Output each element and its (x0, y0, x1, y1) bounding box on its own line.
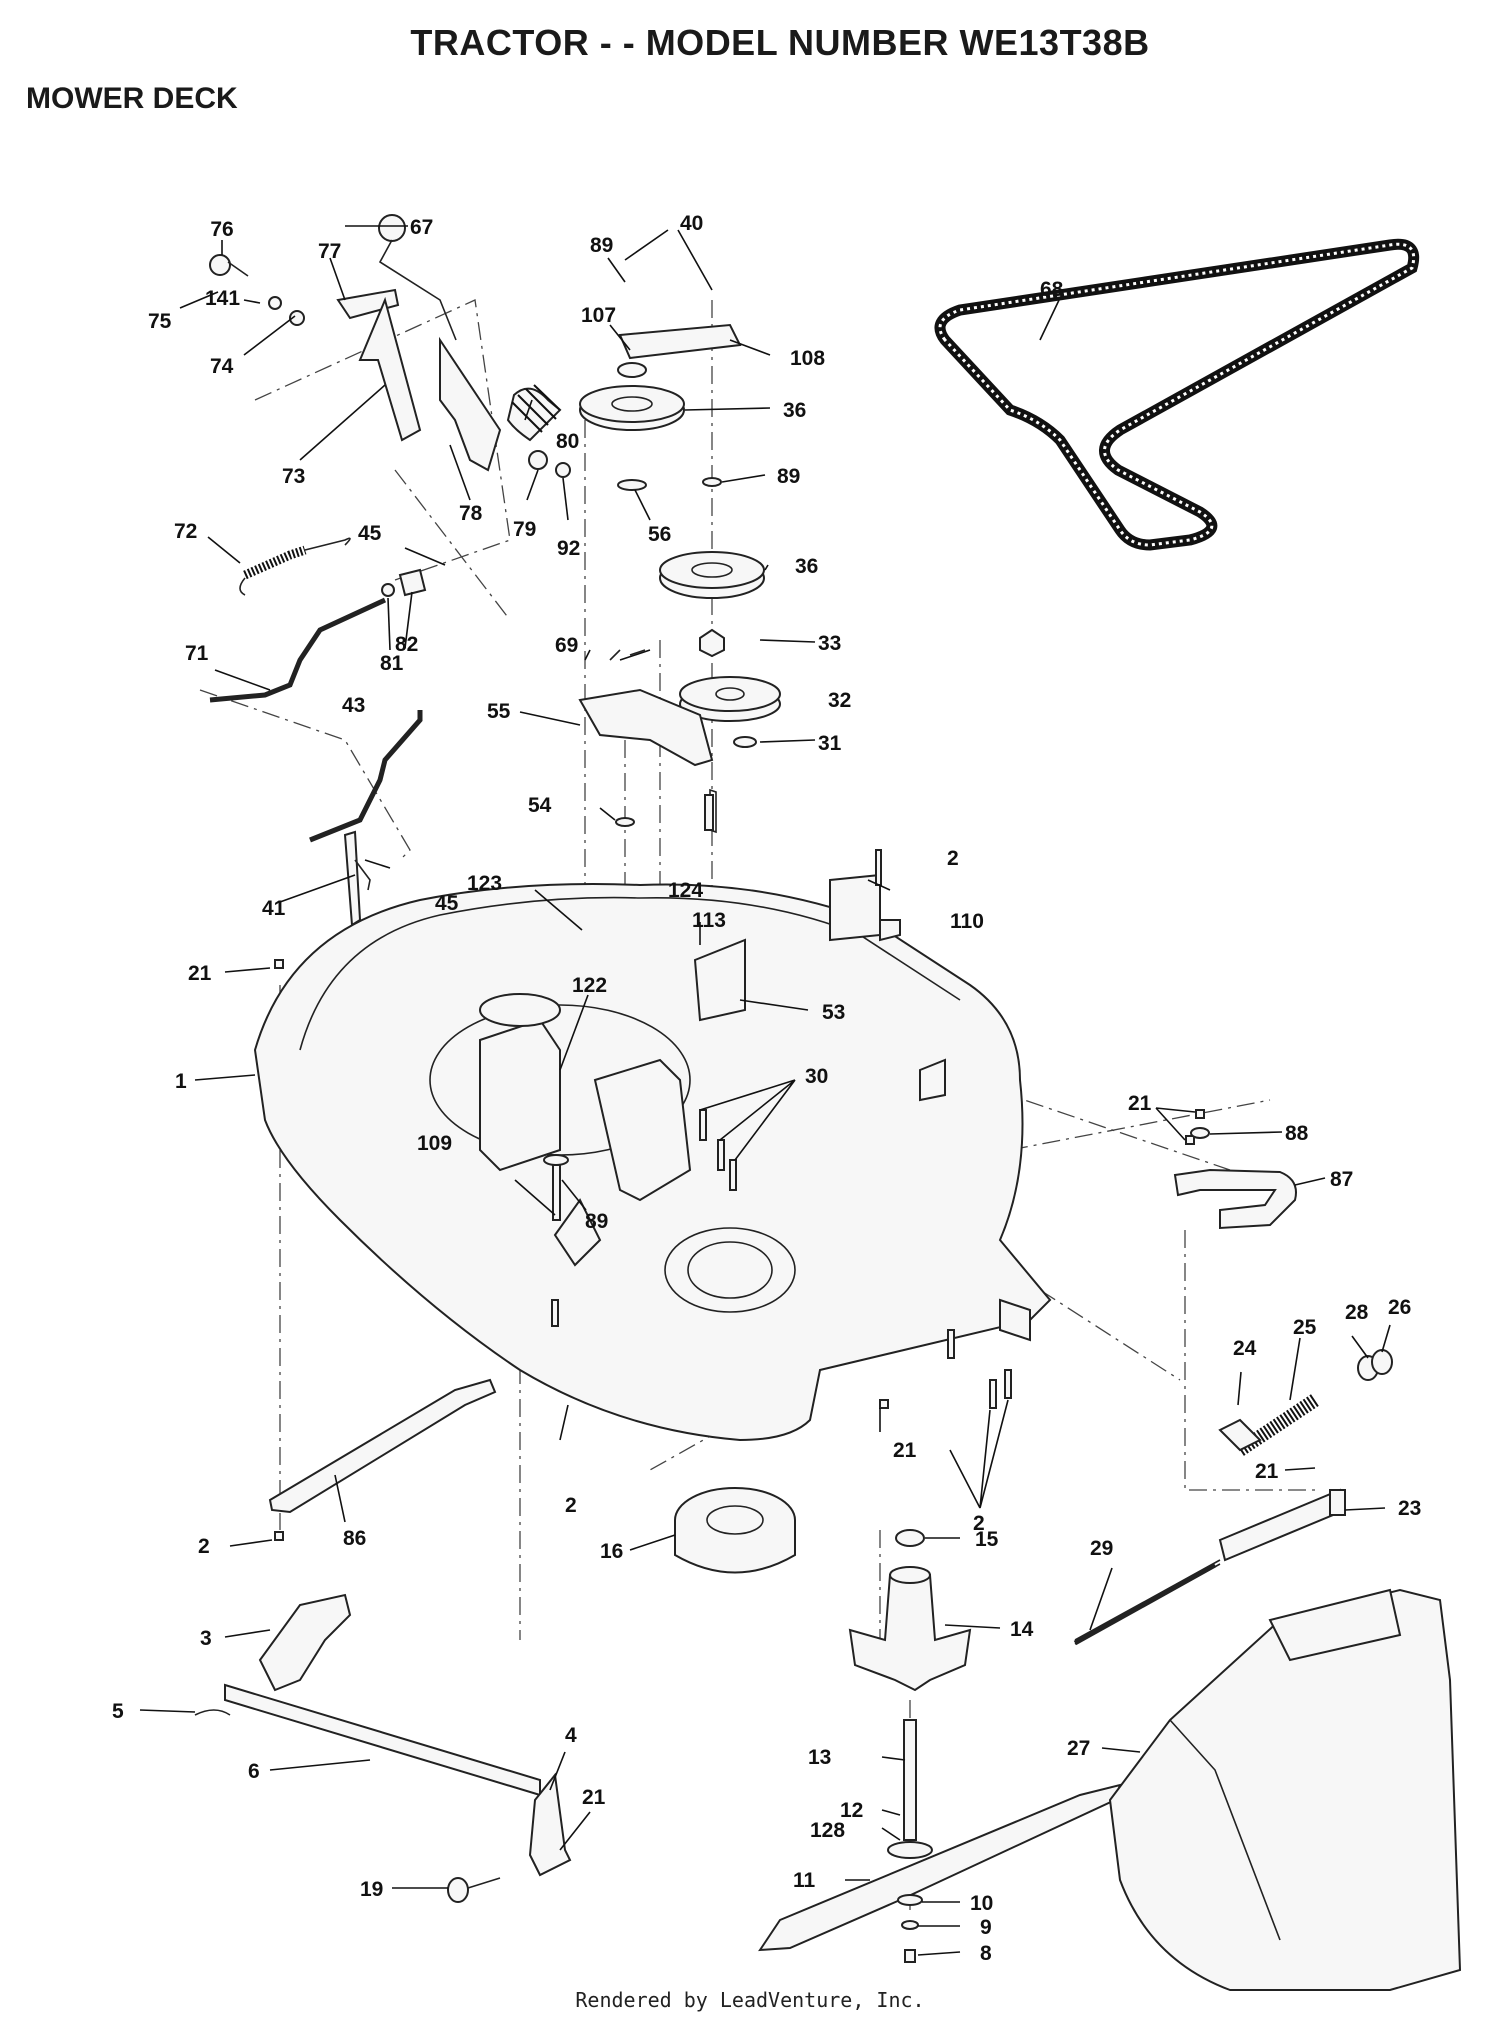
bracket-87 (1173, 1168, 1297, 1230)
callout-12: 12 (840, 1799, 863, 1822)
section-title: MOWER DECK (26, 82, 238, 115)
linkage-rods (209, 537, 427, 843)
callout-27: 27 (1067, 1737, 1090, 1760)
callout-108: 108 (790, 347, 825, 370)
callout-76: 76 (210, 218, 233, 241)
callout-28: 28 (1345, 1301, 1369, 1324)
callout-68: 68 (1040, 278, 1064, 301)
front-link-assembly (194, 1593, 572, 1903)
callout-16: 16 (600, 1540, 623, 1563)
callout-10: 10 (970, 1892, 993, 1915)
footer-credit: Rendered by LeadVenture, Inc. (575, 1988, 925, 2012)
callout-77: 77 (318, 240, 341, 263)
callout-14: 14 (1010, 1618, 1034, 1641)
callout-11: 11 (793, 1869, 816, 1892)
callout-21-left: 21 (188, 962, 212, 985)
page-title: TRACTOR - - MODEL NUMBER WE13T38B (410, 22, 1150, 63)
callout-23: 23 (1398, 1497, 1421, 1520)
callout-67: 67 (410, 216, 433, 239)
callout-2-deck-left: 2 (565, 1494, 577, 1517)
callout-36-lower: 36 (795, 555, 818, 578)
belt-68 (934, 238, 1420, 551)
callout-31: 31 (818, 732, 842, 755)
callout-75: 75 (148, 310, 172, 333)
callout-89-mid: 89 (777, 465, 800, 488)
callout-92: 92 (557, 537, 580, 560)
spring-bracket-assembly (1074, 1349, 1393, 1645)
callout-72: 72 (174, 520, 197, 543)
callout-33: 33 (818, 632, 841, 655)
pulley-stack (578, 323, 781, 834)
callout-73: 73 (282, 465, 305, 488)
bracket-110 (829, 849, 901, 942)
callout-19: 19 (360, 1878, 383, 1901)
callout-41: 41 (262, 897, 286, 920)
callout-1: 1 (175, 1070, 187, 1093)
callout-4: 4 (565, 1724, 577, 1747)
callout-122: 122 (572, 974, 607, 997)
callout-2-deck-right: 2 (973, 1512, 985, 1535)
callout-13: 13 (808, 1746, 831, 1769)
callout-89-top: 89 (590, 234, 613, 257)
callout-124: 124 (668, 879, 703, 902)
stabilizer-bar-86 (268, 1378, 497, 1514)
callout-89-deck: 89 (585, 1210, 608, 1233)
callout-69: 69 (555, 634, 578, 657)
callout-82: 82 (395, 633, 418, 656)
callout-32: 32 (828, 689, 851, 712)
callout-107: 107 (581, 304, 616, 327)
callout-109: 109 (417, 1132, 452, 1155)
callout-36-upper: 36 (783, 399, 806, 422)
callout-55: 55 (487, 700, 511, 723)
callout-110: 110 (950, 910, 984, 933)
hardware-small (274, 794, 1210, 1541)
callout-30: 30 (805, 1065, 828, 1088)
callout-2-top: 2 (947, 847, 959, 870)
callout-79: 79 (513, 518, 536, 541)
callout-21-right: 21 (1128, 1092, 1152, 1115)
callout-123: 123 (467, 872, 502, 895)
callout-26: 26 (1388, 1296, 1411, 1319)
discharge-chute-27 (1108, 1588, 1462, 1991)
mower-deck (253, 883, 1052, 1442)
callout-71: 71 (185, 642, 209, 665)
callout-80: 80 (556, 430, 579, 453)
leader-lines (139, 225, 1391, 1956)
callout-45-upper: 45 (358, 522, 382, 545)
callout-40: 40 (680, 212, 703, 235)
callout-78: 78 (459, 502, 483, 525)
callout-128: 128 (810, 1819, 845, 1842)
callout-54: 54 (528, 794, 552, 817)
callout-9: 9 (980, 1916, 992, 1939)
callout-81: 81 (380, 652, 404, 675)
callout-141: 141 (205, 287, 240, 310)
callout-21-bracket: 21 (582, 1786, 606, 1809)
callout-87: 87 (1330, 1168, 1353, 1191)
callout-24: 24 (1233, 1337, 1257, 1360)
callout-88: 88 (1285, 1122, 1309, 1145)
callout-86: 86 (343, 1527, 366, 1550)
callout-labels: 76 77 67 75 141 74 73 78 80 79 92 89 40 … (112, 212, 1421, 1965)
callout-15: 15 (975, 1528, 999, 1551)
callout-25: 25 (1293, 1316, 1317, 1339)
spindle-assembly (848, 1529, 972, 1859)
callout-5: 5 (112, 1700, 124, 1723)
callout-6: 6 (248, 1760, 260, 1783)
callout-53: 53 (822, 1001, 845, 1024)
callout-43: 43 (342, 694, 365, 717)
callout-21-spring: 21 (1255, 1460, 1279, 1483)
spacer-16 (674, 1487, 796, 1574)
lift-handle-assembly (209, 214, 571, 478)
callout-21-deck: 21 (893, 1439, 917, 1462)
callout-56: 56 (648, 523, 671, 546)
callout-3: 3 (200, 1627, 212, 1650)
callout-74: 74 (210, 355, 234, 378)
callout-8: 8 (980, 1942, 992, 1965)
callout-2-bottom-left: 2 (198, 1535, 210, 1558)
rod-29 (1073, 1562, 1217, 1646)
callout-113: 113 (692, 909, 726, 932)
callout-29: 29 (1090, 1537, 1113, 1560)
callout-45-lower: 45 (435, 892, 459, 915)
